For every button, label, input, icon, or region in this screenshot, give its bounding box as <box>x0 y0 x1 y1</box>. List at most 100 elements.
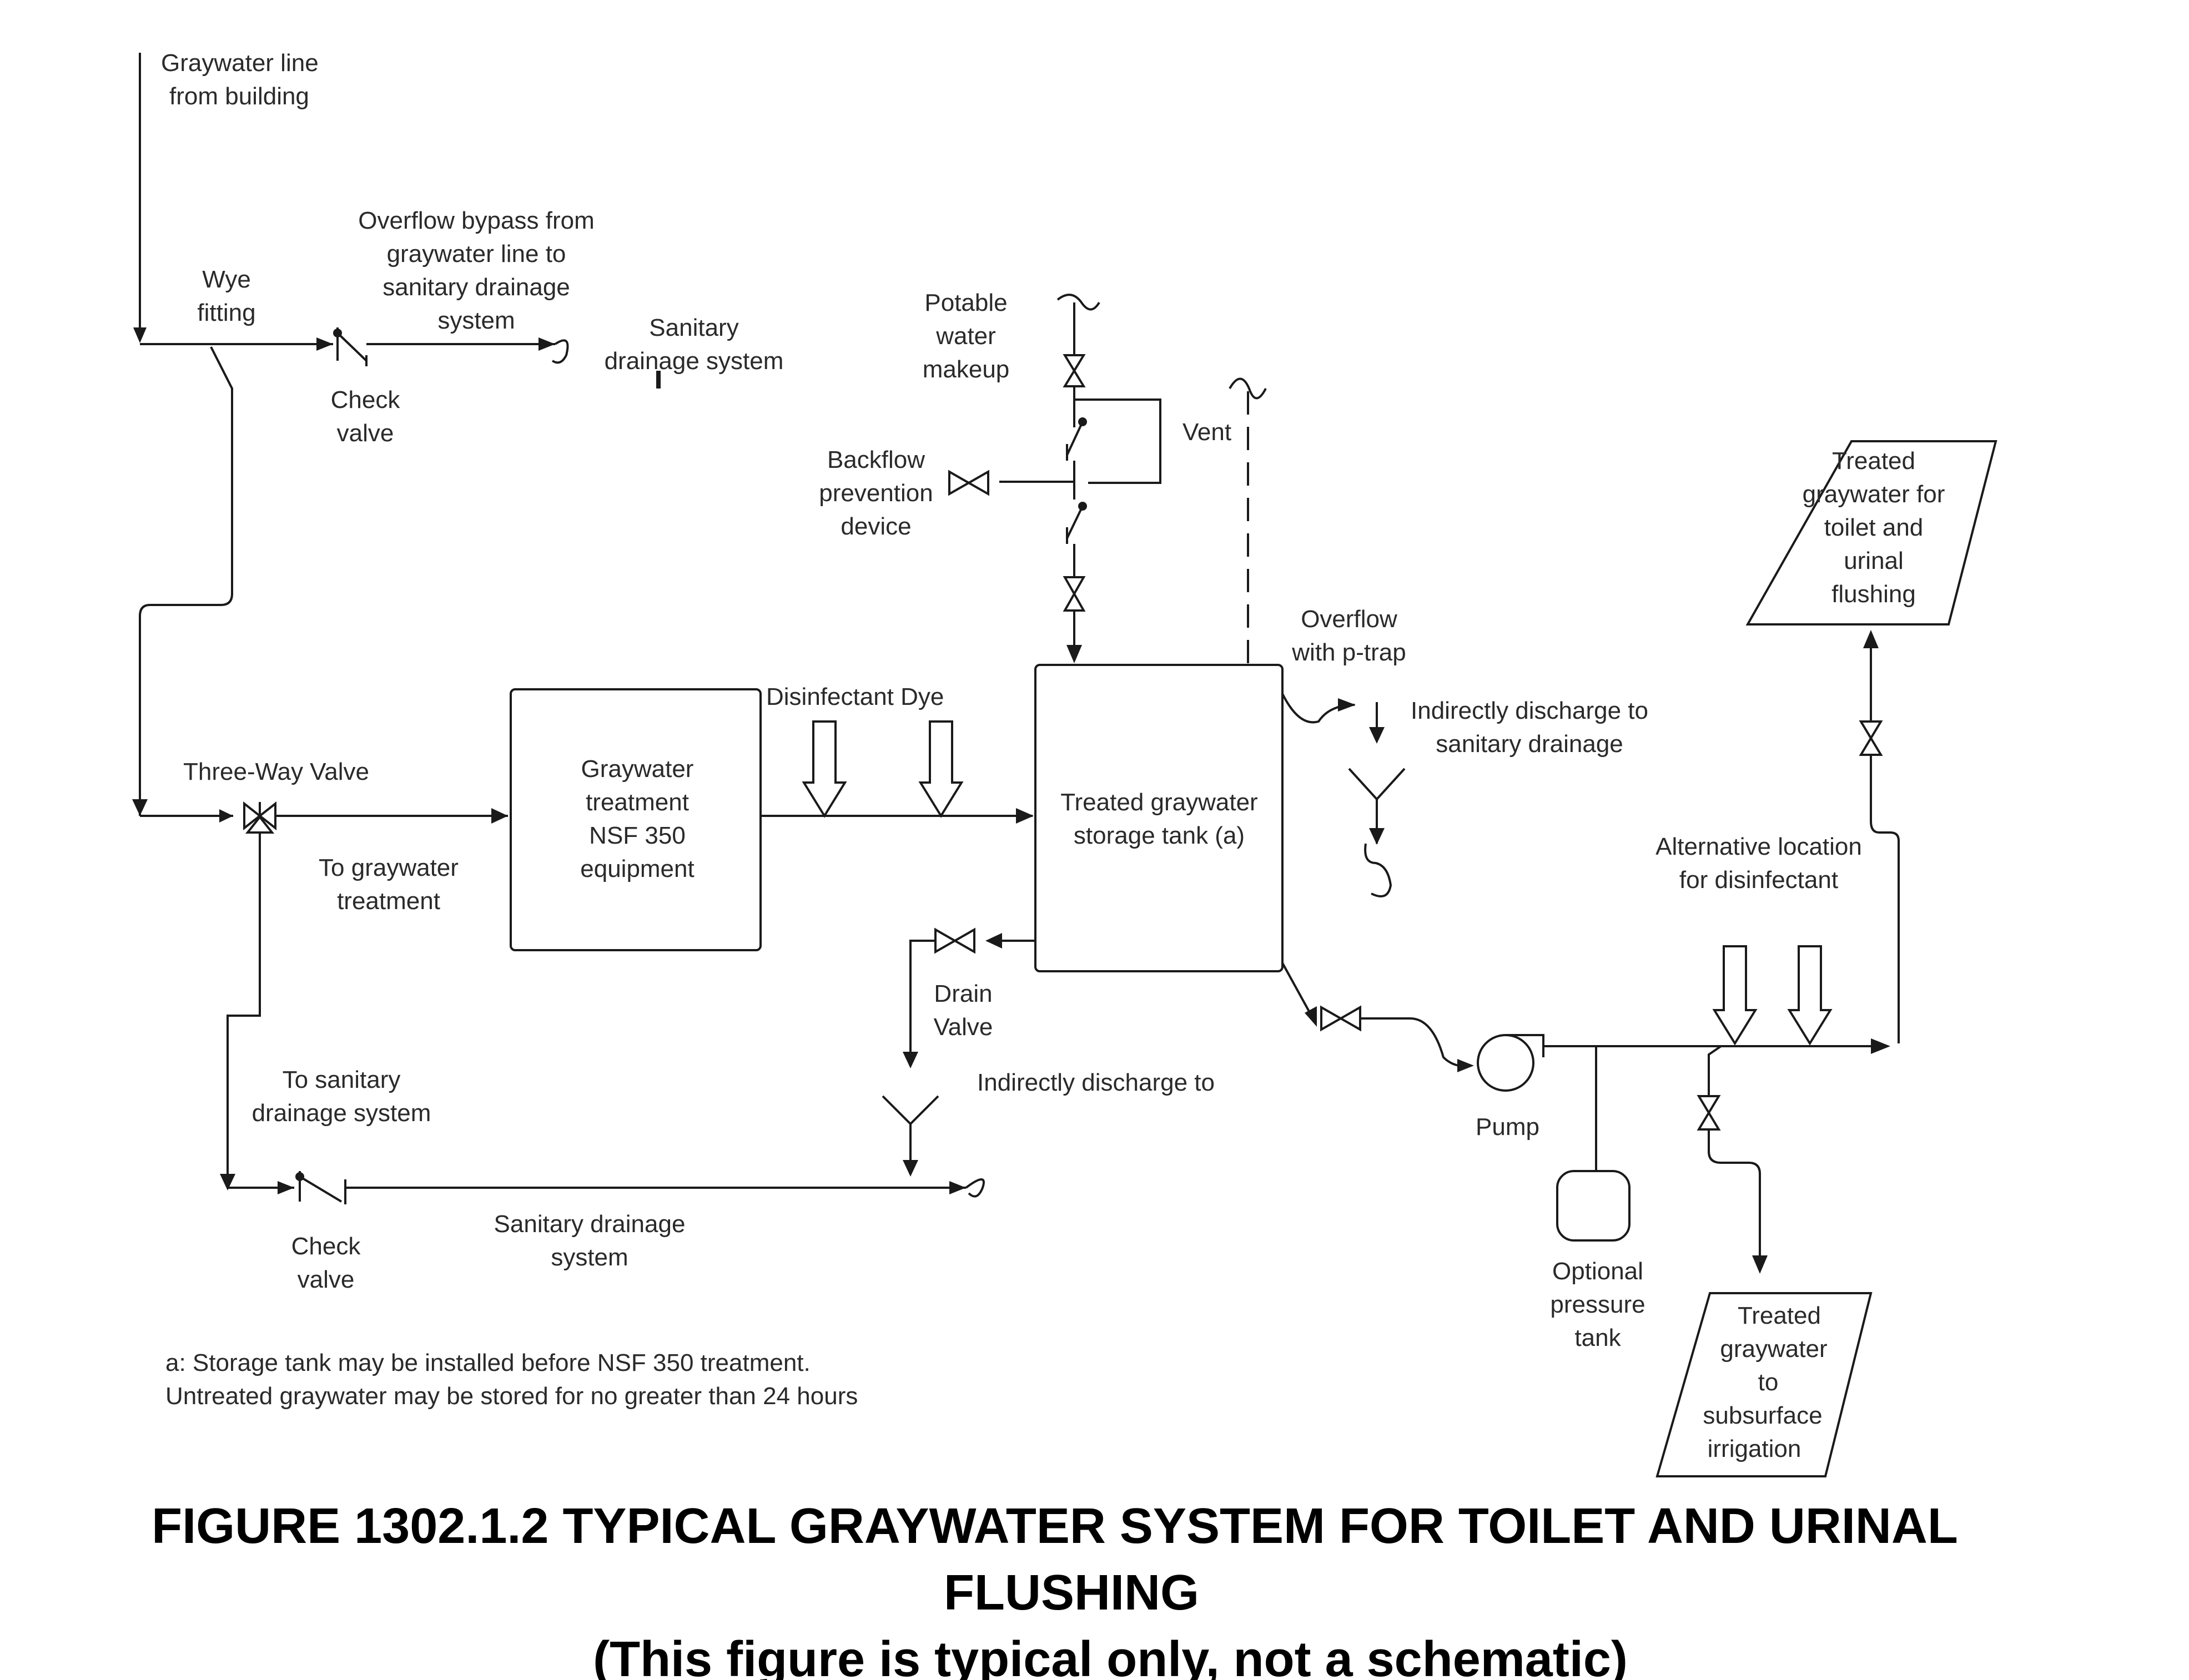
to-treatment-label: To graywater treatment <box>319 854 459 915</box>
backflow-label: Backflow prevention device <box>819 446 933 540</box>
disinfectant-dye-label: Disinfectant Dye <box>766 683 944 710</box>
flushing-valve-icon <box>1859 720 1883 756</box>
to-sanitary-pipe <box>227 833 261 1188</box>
dye-arrow-icon <box>918 720 964 818</box>
svg-text:Indirectly discharge to: Indirectly discharge to <box>1411 697 1648 724</box>
svg-text:Graywater: Graywater <box>581 755 694 783</box>
caption-line-1: FIGURE 1302.1.2 TYPICAL GRAYWATER SYSTEM… <box>152 1499 1958 1554</box>
indirect-top-label: Indirectly discharge to sanitary drainag… <box>1411 697 1648 758</box>
svg-text:treatment: treatment <box>586 789 689 816</box>
svg-text:tank: tank <box>1574 1324 1621 1351</box>
treatment-equipment-box <box>510 688 762 951</box>
svg-text:Potable: Potable <box>924 289 1007 316</box>
svg-text:To sanitary: To sanitary <box>283 1066 401 1093</box>
to-sanitary-label: To sanitary drainage system <box>252 1066 431 1127</box>
svg-text:prevention: prevention <box>819 480 933 507</box>
svg-text:drainage system: drainage system <box>252 1099 431 1127</box>
sanitary-bottom-trap-icon <box>965 1178 985 1198</box>
svg-text:system: system <box>551 1244 628 1271</box>
toilet-flushing-output <box>1745 440 1997 625</box>
check-valve-top-label: Check valve <box>331 386 401 447</box>
potable-trap-icon <box>1056 294 1100 311</box>
bypass-arrowhead-1 <box>316 337 333 351</box>
svg-text:Check: Check <box>331 386 401 413</box>
caption-line-2: FLUSHING <box>944 1565 1199 1621</box>
backflow-side-valve-icon <box>948 470 989 496</box>
drain-valve-icon <box>934 927 975 954</box>
svg-text:To graywater: To graywater <box>319 854 459 881</box>
svg-text:device: device <box>841 513 911 540</box>
alt-disinfectant-arrow-1-icon <box>1712 945 1758 1046</box>
check-valve-bottom-label: Check valve <box>291 1233 361 1293</box>
svg-text:Optional: Optional <box>1552 1258 1643 1285</box>
indirect-discharge-bottom-icon <box>882 1095 939 1177</box>
wye-branch-pipe <box>139 346 233 816</box>
svg-text:to: to <box>1758 1369 1779 1396</box>
pump-label: Pump <box>1476 1113 1539 1141</box>
indirect-discharge-top-icon <box>1348 768 1406 897</box>
disinfectant-arrow-icon <box>802 720 847 818</box>
figure-caption: FIGURE 1302.1.2 TYPICAL GRAYWATER SYSTEM… <box>152 1499 1958 1680</box>
storage-tank-label: Treated graywater storage tank (a) <box>1060 789 1257 849</box>
wye-fitting-label: Wye fitting <box>197 266 255 326</box>
makeup-arrowhead <box>1066 645 1082 663</box>
svg-text:fitting: fitting <box>197 299 255 326</box>
svg-text:water: water <box>935 322 996 350</box>
svg-text:Sanitary: Sanitary <box>649 314 738 341</box>
svg-text:NSF 350: NSF 350 <box>589 822 686 849</box>
svg-text:graywater for: graywater for <box>1803 481 1945 508</box>
storage-tank-box <box>1034 664 1284 972</box>
svg-text:Graywater line: Graywater line <box>161 49 319 77</box>
toilet-flushing-label: Treated graywater for toilet and urinal … <box>1803 447 1945 608</box>
svg-text:with p-trap: with p-trap <box>1291 639 1406 666</box>
svg-text:system: system <box>437 307 515 334</box>
potable-makeup-label: Potable water makeup <box>923 289 1010 383</box>
irrigation-pipe <box>1708 1129 1761 1271</box>
svg-text:Treated graywater: Treated graywater <box>1060 789 1257 816</box>
flushing-arrowhead <box>1863 630 1879 648</box>
bypass-arrowhead-2 <box>539 337 555 351</box>
overflow-bypass-label: Overflow bypass from graywater line to s… <box>358 207 594 334</box>
check-valve-top-icon <box>333 327 368 366</box>
vent-label: Vent <box>1182 418 1231 446</box>
vent-trap-icon <box>1229 377 1267 400</box>
svg-text:flushing: flushing <box>1831 581 1916 608</box>
svg-text:Overflow bypass from: Overflow bypass from <box>358 207 594 234</box>
indirect-bottom-label: Indirectly discharge to <box>977 1069 1215 1096</box>
graywater-line-label: Graywater line from building <box>161 49 319 110</box>
svg-text:Check: Check <box>291 1233 361 1260</box>
potable-lower-valve-icon <box>1063 576 1086 612</box>
svg-text:valve: valve <box>337 420 394 447</box>
check-valve-bottom-icon <box>295 1171 346 1204</box>
svg-text:a: Storage tank may be install: a: Storage tank may be installed before … <box>165 1349 811 1376</box>
sanitary-bottom-label: Sanitary drainage system <box>494 1210 686 1271</box>
backflow-device-icon <box>1066 400 1087 577</box>
svg-text:sanitary drainage: sanitary drainage <box>383 274 570 301</box>
svg-text:Overflow: Overflow <box>1301 606 1397 633</box>
sanitary-top-trap-icon <box>551 339 569 364</box>
caption-line-3: (This figure is typical only, not a sche… <box>593 1632 1628 1680</box>
svg-text:Backflow: Backflow <box>827 446 925 473</box>
treatment-box-label: Graywater treatment NSF 350 equipment <box>580 755 694 882</box>
svg-text:Untreated graywater may be sto: Untreated graywater may be stored for no… <box>165 1383 858 1410</box>
svg-text:Sanitary drainage: Sanitary drainage <box>494 1210 686 1238</box>
svg-text:irrigation: irrigation <box>1708 1435 1801 1462</box>
svg-text:subsurface: subsurface <box>1703 1402 1822 1429</box>
pump-icon <box>1477 1034 1544 1092</box>
svg-text:Wye: Wye <box>202 266 251 293</box>
three-way-valve-label: Three-Way Valve <box>183 758 369 785</box>
inlet-arrowhead <box>133 327 147 343</box>
irrigation-output <box>1655 1292 1873 1477</box>
alt-disinfectant-arrow-2-icon <box>1787 945 1833 1046</box>
svg-text:pressure: pressure <box>1550 1291 1645 1318</box>
svg-text:storage tank (a): storage tank (a) <box>1074 822 1245 849</box>
svg-text:Alternative location: Alternative location <box>1655 833 1862 860</box>
tank-to-pump-pipe <box>1281 962 1314 1019</box>
svg-text:drainage system: drainage system <box>605 347 784 375</box>
svg-text:Treated: Treated <box>1738 1302 1821 1329</box>
svg-text:urinal: urinal <box>1844 547 1904 574</box>
sanitary-top-label: Sanitary drainage system <box>605 314 784 375</box>
svg-text:valve: valve <box>298 1266 355 1293</box>
